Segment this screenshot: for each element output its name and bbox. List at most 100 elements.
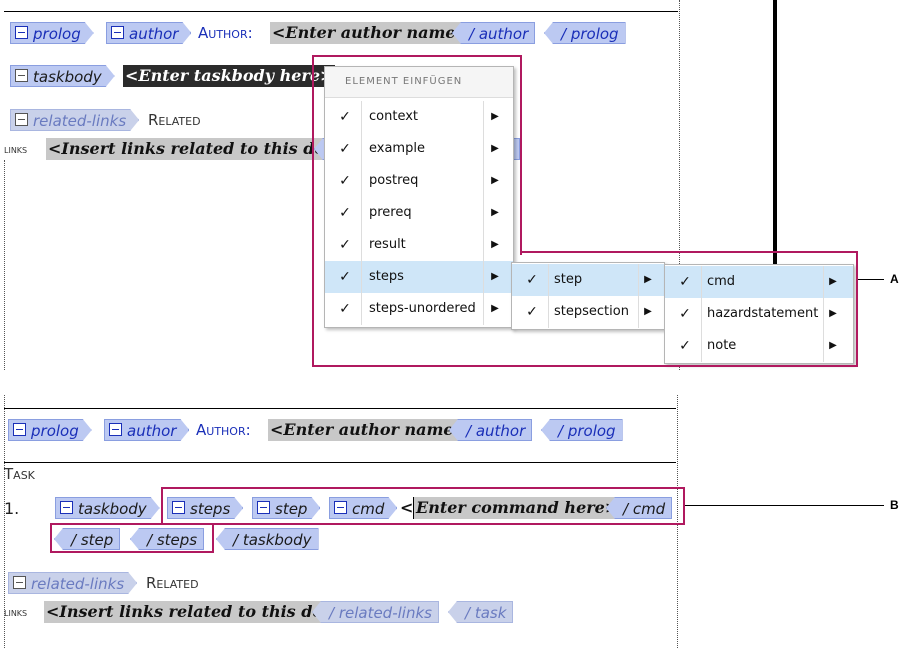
prolog-close-tag-2[interactable]: / prolog xyxy=(541,419,623,441)
steps-close-tag[interactable]: / steps xyxy=(130,528,205,550)
editor-border-bar xyxy=(773,0,777,264)
submenu-arrow-icon[interactable]: ▶ xyxy=(491,239,499,250)
prolog-close-tag[interactable]: / prolog xyxy=(544,22,626,44)
author-open-tag-2[interactable]: author xyxy=(104,419,189,441)
menu-item-context[interactable]: ✓context▶ xyxy=(325,101,513,133)
menu-item-steps[interactable]: ✓steps▶ xyxy=(325,261,513,293)
author-open-tag[interactable]: author xyxy=(106,22,191,44)
menu-item-prereq[interactable]: ✓prereq▶ xyxy=(325,197,513,229)
submenu-arrow-icon[interactable]: ▶ xyxy=(491,143,499,154)
collapse-icon[interactable] xyxy=(257,501,270,514)
links-label-2: links xyxy=(4,605,28,619)
author-placeholder-2[interactable]: <Enter author name> xyxy=(268,419,470,441)
menu-separator xyxy=(483,101,484,133)
menu-item-hazardstatement[interactable]: ✓ hazardstatement ▶ xyxy=(665,298,853,330)
cmd-placeholder-open: < xyxy=(400,498,414,517)
callout-a-label: A xyxy=(890,272,899,286)
menu-item-label: steps xyxy=(369,269,404,284)
checkmark-icon: ✓ xyxy=(679,338,691,354)
submenu-arrow-icon[interactable]: ▶ xyxy=(829,340,837,351)
prolog-open-tag-2[interactable]: prolog xyxy=(8,419,92,441)
menu-separator xyxy=(823,298,824,330)
submenu-arrow-icon[interactable]: ▶ xyxy=(829,308,837,319)
related-links-open-tag-2[interactable]: related-links xyxy=(8,572,137,594)
taskbody-placeholder[interactable]: <Enter taskbody here> xyxy=(123,65,336,87)
collapse-icon[interactable] xyxy=(172,501,185,514)
collapse-icon[interactable] xyxy=(109,423,122,436)
taskbody-open-tag-2[interactable]: taskbody xyxy=(55,497,160,519)
collapse-icon[interactable] xyxy=(334,501,347,514)
insert-element-menu[interactable]: ELEMENT EINFÜGEN ✓context▶✓example▶✓post… xyxy=(324,66,514,328)
steps-open-tag[interactable]: steps xyxy=(167,497,243,519)
menu-item-cmd[interactable]: ✓cmd▶ xyxy=(665,266,853,298)
author-label: Author: xyxy=(198,24,253,42)
checkmark-icon: ✓ xyxy=(679,306,691,322)
menu-item-label: note xyxy=(707,338,737,353)
checkmark-icon: ✓ xyxy=(339,237,351,253)
collapse-icon[interactable] xyxy=(13,423,26,436)
menu-item-result[interactable]: ✓result▶ xyxy=(325,229,513,261)
menu-item-step[interactable]: ✓step▶ xyxy=(512,264,664,296)
menu-separator xyxy=(823,330,824,362)
step-open-tag[interactable]: step xyxy=(252,497,320,519)
submenu-arrow-icon[interactable]: ▶ xyxy=(491,303,499,314)
author-placeholder[interactable]: <Enter author name> xyxy=(270,22,472,44)
menu-separator xyxy=(638,296,639,328)
taskbody-close-tag[interactable]: / taskbody xyxy=(216,528,319,550)
submenu-arrow-icon[interactable]: ▶ xyxy=(491,271,499,282)
menu-separator xyxy=(483,165,484,197)
menu-item-example[interactable]: ✓example▶ xyxy=(325,133,513,165)
submenu-arrow-icon[interactable]: ▶ xyxy=(491,175,499,186)
callout-a-leader xyxy=(858,279,884,280)
submenu-arrow-icon[interactable]: ▶ xyxy=(491,111,499,122)
checkmark-icon: ✓ xyxy=(339,173,351,189)
author-close-tag-2[interactable]: / author xyxy=(449,419,533,441)
cmd-open-tag[interactable]: cmd xyxy=(329,497,397,519)
submenu-arrow-icon[interactable]: ▶ xyxy=(644,274,652,285)
collapse-icon[interactable] xyxy=(15,113,28,126)
cmd-placeholder[interactable]: Enter command here> xyxy=(414,497,621,519)
task-label: Task xyxy=(4,465,35,483)
menu-item-steps-unordered[interactable]: ✓steps-unordered▶ xyxy=(325,293,513,325)
menu-item-note[interactable]: ✓ note ▶ xyxy=(665,330,853,362)
menu-separator xyxy=(483,197,484,229)
menu-separator xyxy=(361,133,362,165)
collapse-icon[interactable] xyxy=(60,501,73,514)
related-label: Related xyxy=(148,111,201,129)
related-links-open-tag[interactable]: related-links xyxy=(10,109,139,131)
step-submenu[interactable]: ✓cmd▶ ✓ hazardstatement ▶ ✓ note ▶ xyxy=(664,264,854,364)
step-close-tag[interactable]: / step xyxy=(54,528,121,550)
collapse-icon[interactable] xyxy=(13,576,26,589)
collapse-icon[interactable] xyxy=(15,26,28,39)
cmd-close-tag[interactable]: / cmd xyxy=(606,497,673,519)
collapse-icon[interactable] xyxy=(111,26,124,39)
task-close-tag[interactable]: / task xyxy=(448,601,514,623)
links-placeholder-2[interactable]: <Insert links related to this doc> xyxy=(44,601,349,623)
menu-separator xyxy=(701,330,702,362)
collapse-icon[interactable] xyxy=(15,69,28,82)
related-links-close-tag[interactable]: / related-links xyxy=(312,601,439,623)
submenu-arrow-icon[interactable]: ▶ xyxy=(644,306,652,317)
menu-item-label: hazardstatement xyxy=(707,306,819,321)
prolog-open-tag[interactable]: prolog xyxy=(10,22,94,44)
checkmark-icon: ✓ xyxy=(339,205,351,221)
menu-separator xyxy=(361,197,362,229)
menu-item-postreq[interactable]: ✓ postreq ▶ xyxy=(325,165,513,197)
menu-item-label: postreq xyxy=(369,173,419,188)
checkmark-icon: ✓ xyxy=(339,301,351,317)
menu-separator xyxy=(638,264,639,296)
submenu-arrow-icon[interactable]: ▶ xyxy=(491,207,499,218)
menu-separator xyxy=(361,101,362,133)
menu-separator xyxy=(548,264,549,296)
top-right-margin xyxy=(679,0,680,370)
menu-separator xyxy=(361,229,362,261)
callout-a-mid-line xyxy=(520,251,858,253)
menu-separator xyxy=(361,293,362,325)
menu-item-stepsection[interactable]: ✓stepsection▶ xyxy=(512,296,664,328)
menu-separator xyxy=(548,296,549,328)
links-placeholder[interactable]: <Insert links related to this doc> xyxy=(46,138,351,160)
submenu-arrow-icon[interactable]: ▶ xyxy=(829,276,837,287)
taskbody-open-tag[interactable]: taskbody xyxy=(10,65,115,87)
callout-b-leader xyxy=(685,505,884,506)
author-close-tag[interactable]: / author xyxy=(452,22,536,44)
